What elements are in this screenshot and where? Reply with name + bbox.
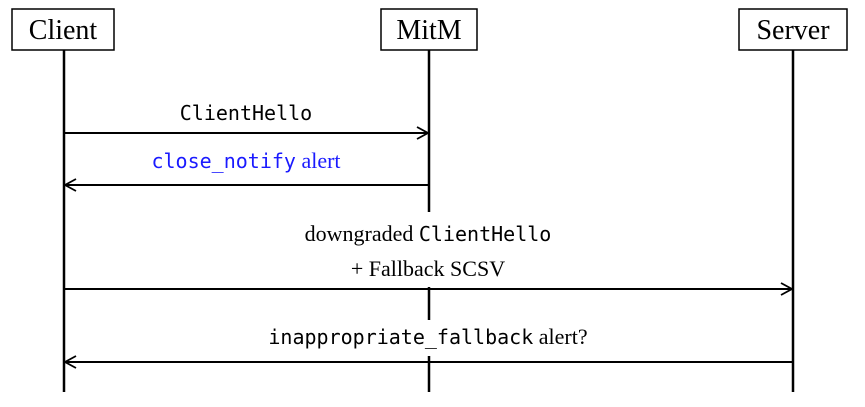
client-actor: Client (11, 8, 115, 51)
svg-text:downgraded ClientHello: downgraded ClientHello (305, 221, 552, 246)
client-label: Client (29, 15, 98, 46)
mitm-actor: MitM (380, 8, 478, 51)
message-3-code: ClientHello (419, 222, 551, 246)
message-2-text: alert (296, 148, 341, 173)
message-4-code: inappropriate_fallback (268, 325, 533, 349)
message-4-text: alert? (533, 324, 587, 349)
message-downgraded-client-hello: downgraded ClientHello + Fallback SCSV (64, 212, 794, 296)
svg-text:close_notify alert: close_notify alert (151, 148, 340, 173)
message-client-hello: ClientHello (64, 101, 430, 140)
message-1-code: ClientHello (180, 101, 312, 125)
server-label: Server (756, 15, 830, 46)
message-3-line2: + Fallback SCSV (351, 256, 505, 281)
message-2-code: close_notify (151, 149, 296, 173)
svg-text:inappropriate_fallback alert?: inappropriate_fallback alert? (268, 324, 587, 349)
svg-text:ClientHello: ClientHello (180, 101, 312, 125)
message-inappropriate-fallback: inappropriate_fallback alert? (63, 320, 793, 369)
message-3-text: downgraded (305, 221, 419, 246)
message-close-notify: close_notify alert (63, 148, 429, 192)
server-actor: Server (738, 8, 848, 51)
mitm-label: MitM (396, 15, 461, 46)
